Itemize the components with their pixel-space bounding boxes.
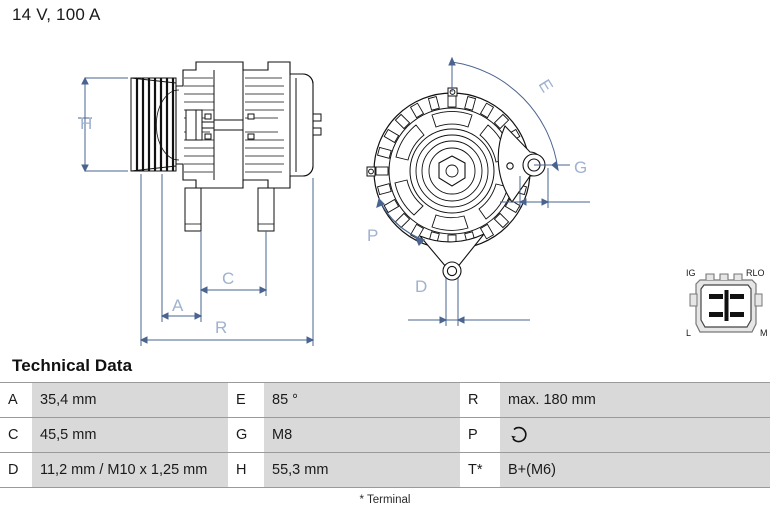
table-row: A 35,4 mm E 85 ° R max. 180 mm: [0, 382, 770, 418]
dimension-label-C: C: [222, 269, 234, 288]
row-value-t: B+(M6): [500, 452, 770, 488]
dimension-E: [448, 56, 570, 172]
technical-data-table: A 35,4 mm E 85 ° R max. 180 mm C 45,5 mm…: [0, 382, 770, 488]
row-key-g: G: [228, 417, 264, 453]
pin-label-rlo: RLO: [746, 268, 765, 278]
table-row: D 11,2 mm / M10 x 1,25 mm H 55,3 mm T* B…: [0, 452, 770, 488]
pin-divider: [724, 290, 729, 321]
row-value-d: 11,2 mm / M10 x 1,25 mm: [32, 452, 228, 488]
mounting-feet: [184, 187, 275, 232]
row-value-a: 35,4 mm: [32, 382, 228, 418]
dimension-P-rotation-arrow: [376, 197, 426, 247]
shaft-hub: [409, 128, 495, 214]
row-value-p: [500, 417, 770, 453]
pin-blade-m: [730, 312, 744, 317]
fan-windows: [394, 111, 509, 231]
connector-top-notches: [705, 273, 743, 280]
dimension-H: [78, 76, 128, 173]
pin-label-l: L: [686, 328, 691, 338]
row-key-c: C: [0, 417, 32, 453]
dimension-label-R: R: [215, 318, 227, 337]
dimension-label-G: G: [574, 158, 587, 177]
terminal-footnote: * Terminal: [359, 494, 411, 506]
dimension-label-P: P: [367, 226, 378, 245]
page-title: 14 V, 100 A: [12, 5, 101, 24]
technical-data-section: Technical Data A 35,4 mm E 85 ° R max. 1…: [0, 352, 770, 506]
connector-pinout: IG RLO L M: [686, 268, 768, 338]
pin-label-ig: IG: [686, 268, 696, 278]
dimension-label-A: A: [172, 296, 184, 315]
row-key-r: R: [460, 382, 500, 418]
row-value-g: M8: [264, 417, 460, 453]
left-lug: [366, 166, 376, 177]
row-key-e: E: [228, 382, 264, 418]
stator-band: [185, 70, 255, 180]
row-value-e: 85 °: [264, 382, 460, 418]
dimension-D: [408, 278, 530, 326]
cooling-fins-rear: [245, 77, 284, 173]
alternator-end-view: E G P: [366, 56, 590, 326]
row-key-h: H: [228, 452, 264, 488]
alternator-side-view: H A C: [78, 61, 322, 346]
dimension-label-D: D: [415, 277, 427, 296]
dimension-G: [500, 168, 590, 208]
row-key-t: T*: [460, 452, 500, 488]
dimension-C: [199, 231, 268, 296]
pin-blade-ig: [709, 294, 723, 299]
dimension-label-H: H: [80, 114, 92, 133]
rotation-direction-icon: [511, 426, 527, 443]
row-value-h: 55,3 mm: [264, 452, 460, 488]
connector-right-tab: [754, 293, 763, 307]
bottom-mounting-ear: [419, 233, 485, 281]
row-value-c: 45,5 mm: [32, 417, 228, 453]
row-key-d: D: [0, 452, 32, 488]
pin-label-m: M: [760, 328, 768, 338]
rear-cap: [289, 73, 322, 177]
technical-drawings: H A C: [0, 26, 770, 351]
pin-blade-rlo: [730, 294, 744, 299]
technical-data-heading: Technical Data: [12, 356, 133, 375]
pin-blade-l: [709, 312, 723, 317]
dimension-R: [139, 174, 315, 346]
dimension-label-E: E: [535, 76, 557, 96]
row-key-p: P: [460, 417, 500, 453]
table-row: C 45,5 mm G M8 P: [0, 417, 770, 453]
row-key-a: A: [0, 382, 32, 418]
connector-left-tab: [689, 293, 698, 307]
row-value-r: max. 180 mm: [500, 382, 770, 418]
